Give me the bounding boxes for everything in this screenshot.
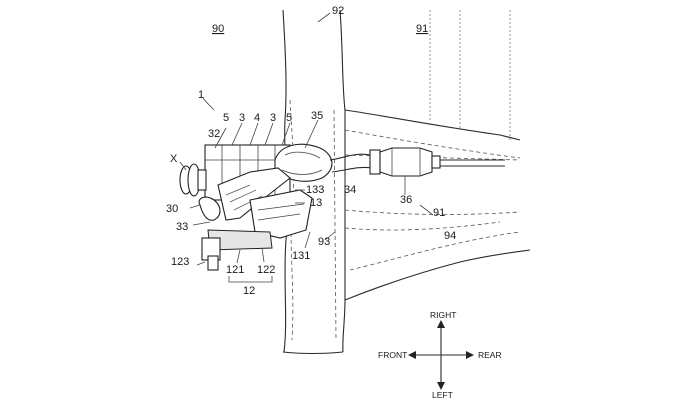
pulley	[179, 163, 207, 197]
label-ref-122: 122	[257, 264, 275, 276]
component-123	[201, 237, 221, 271]
label-ref-32: 32	[208, 128, 220, 140]
direction-left: LEFT	[432, 390, 453, 400]
subframe	[207, 189, 313, 251]
label-ref-91b: 91	[433, 207, 445, 219]
label-ref-36: 36	[400, 194, 412, 206]
label-ref-3a: 3	[239, 112, 245, 124]
label-ref-1: 1	[198, 89, 204, 101]
label-ref-93: 93	[318, 236, 330, 248]
label-ref-12: 12	[243, 285, 255, 297]
direction-front: FRONT	[378, 350, 407, 360]
direction-indicator	[408, 320, 474, 390]
label-body-92: 92	[332, 5, 344, 17]
label-ref-33: 33	[176, 221, 188, 233]
direction-rear: REAR	[478, 350, 502, 360]
label-ref-13: 13	[310, 197, 322, 209]
label-ref-x: X	[170, 153, 178, 165]
label-ref-123: 123	[171, 256, 189, 268]
label-ref-94: 94	[444, 230, 456, 242]
reference-labels: 90 91 92 1 X 5 3 4 3 5 35 32 133 13 34 3…	[166, 5, 456, 297]
leader-lines	[179, 12, 434, 283]
direction-right: RIGHT	[430, 310, 456, 320]
dash-panel	[282, 9, 346, 355]
label-ref-3b: 3	[270, 112, 276, 124]
catalytic-converter	[274, 143, 333, 182]
exhaust-manifold	[198, 167, 291, 221]
label-region-90: 90	[212, 23, 224, 35]
muffler	[369, 147, 505, 177]
label-ref-34: 34	[344, 184, 356, 196]
label-ref-131: 131	[292, 250, 310, 262]
label-ref-30: 30	[166, 203, 178, 215]
label-region-91: 91	[416, 23, 428, 35]
label-ref-4: 4	[254, 112, 260, 124]
label-ref-35: 35	[311, 110, 323, 122]
label-ref-133: 133	[306, 184, 324, 196]
label-ref-121: 121	[226, 264, 244, 276]
exhaust-pipe	[329, 153, 373, 173]
direction-labels: RIGHT LEFT FRONT REAR	[378, 310, 502, 400]
label-ref-5b: 5	[286, 112, 292, 124]
label-ref-5a: 5	[223, 112, 229, 124]
